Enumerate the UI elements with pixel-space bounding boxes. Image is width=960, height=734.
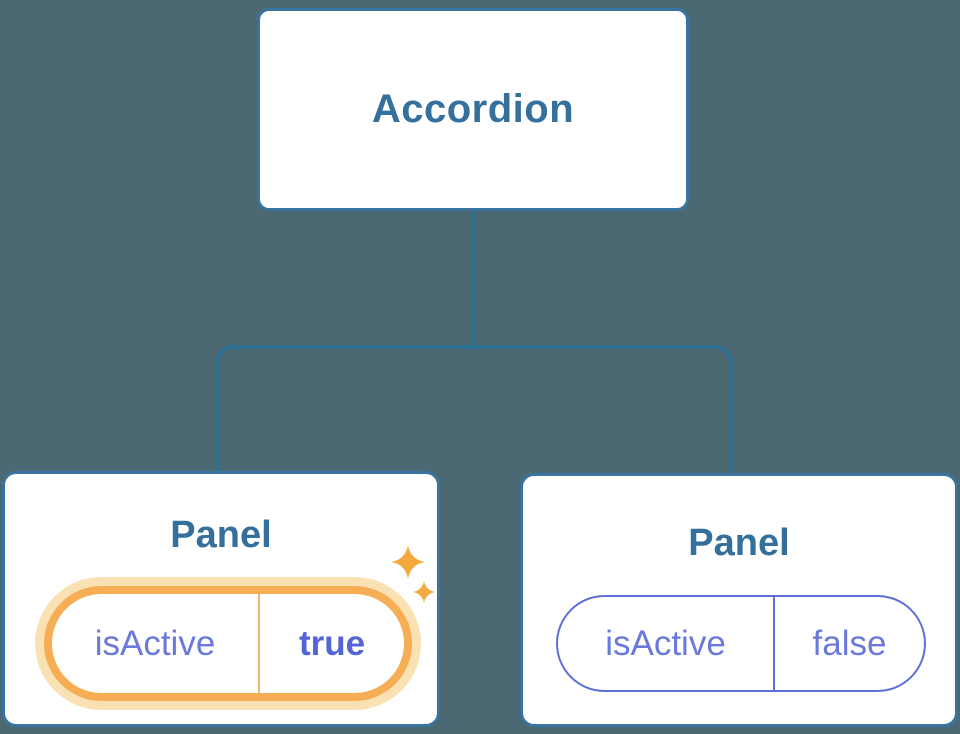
state-pill-active: isActive true (44, 586, 412, 701)
panel-node-active: Panel isActive true (2, 471, 440, 727)
panel-title: Panel (170, 514, 272, 556)
panel-node-inactive: Panel isActive false (520, 473, 958, 727)
state-pill-divider (258, 594, 260, 693)
state-pill-divider (773, 597, 775, 690)
connector-branch-line (215, 345, 733, 472)
panel-title: Panel (688, 522, 790, 564)
accordion-node: Accordion (257, 8, 689, 211)
state-value-label: false (812, 623, 887, 663)
state-key-label: isActive (94, 623, 216, 663)
accordion-node-label: Accordion (371, 87, 575, 131)
state-value-label: true (298, 623, 366, 663)
connector-trunk-line (471, 211, 475, 347)
state-key-label: isActive (605, 623, 726, 663)
sparkles-icon (391, 545, 435, 603)
state-pill-inactive: isActive false (556, 595, 926, 692)
